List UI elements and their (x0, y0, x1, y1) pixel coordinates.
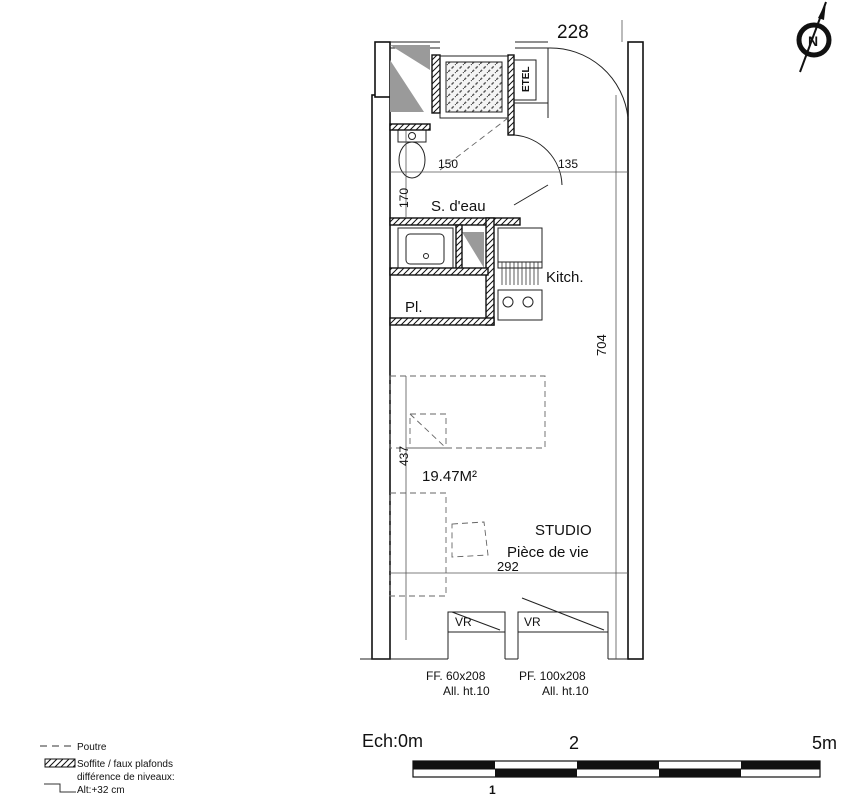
north-label: N (808, 33, 818, 49)
studio-label: STUDIO (535, 522, 592, 539)
bathroom-label: S. d'eau (431, 198, 486, 215)
scale-bar: Ech:0m 2 5m 1 (362, 731, 837, 797)
scale-label-5: 5m (812, 733, 837, 753)
scale-label-0: Ech:0m (362, 731, 423, 751)
windows (447, 597, 609, 659)
bathroom-area (389, 45, 629, 226)
kitchen-block (389, 217, 543, 326)
north-compass: N (796, 1, 832, 73)
furniture (389, 375, 546, 597)
dim-170: 170 (397, 188, 411, 208)
living-room-label: Pièce de vie (507, 544, 589, 561)
dim-135: 135 (558, 157, 578, 171)
scale-label-2: 2 (569, 733, 579, 753)
closet-label: Pl. (405, 299, 423, 316)
scale-label-1: 1 (489, 783, 496, 797)
window-ff-allege: All. ht.10 (443, 684, 490, 698)
vr-left-label: VR (455, 615, 472, 629)
etel-label: ETEL (521, 66, 532, 92)
legend-soffite-line2: différence de niveaux: (77, 772, 175, 783)
legend: Poutre Soffite / faux plafonds différenc… (40, 742, 175, 796)
window-ff-size: FF. 60x208 (426, 669, 486, 683)
top-dimension: 228 (557, 22, 589, 43)
legend-poutre: Poutre (77, 742, 107, 753)
window-pf-allege: All. ht.10 (542, 684, 589, 698)
legend-soffite-line1: Soffite / faux plafonds (77, 759, 173, 770)
dim-150: 150 (438, 157, 458, 171)
dim-704: 704 (594, 334, 609, 356)
kitchen-label: Kitch. (546, 269, 584, 286)
window-pf-size: PF. 100x208 (519, 669, 586, 683)
vr-right-label: VR (524, 615, 541, 629)
dim-437: 437 (397, 446, 411, 466)
legend-altitude: Alt:+32 cm (77, 785, 125, 796)
area-label: 19.47M² (422, 468, 477, 485)
dim-292: 292 (497, 559, 519, 574)
dimension-lines (390, 20, 628, 659)
